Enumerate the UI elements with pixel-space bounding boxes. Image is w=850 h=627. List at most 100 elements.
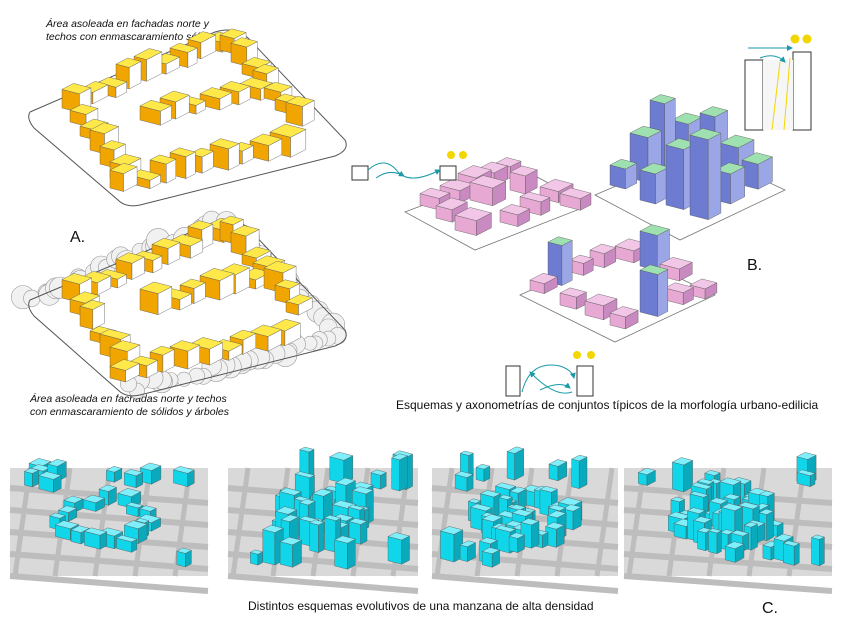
- building: [639, 224, 671, 271]
- panel-c-label: C.: [762, 600, 778, 617]
- evolution-scheme-4: [623, 452, 833, 594]
- panel-a-caption-top: Área asoleada en fachadas norte y techos…: [46, 18, 214, 43]
- schematic-tower-wind-arrow-2: [759, 55, 786, 63]
- building: [285, 95, 315, 127]
- street: [9, 573, 209, 594]
- building: [176, 547, 192, 568]
- building: [274, 279, 301, 305]
- building: [105, 466, 123, 483]
- building: [509, 165, 538, 195]
- building: [589, 243, 617, 269]
- building: [391, 453, 409, 492]
- building: [249, 549, 264, 566]
- panel-a-label: A.: [70, 229, 86, 246]
- building: [169, 340, 201, 370]
- building: [548, 459, 568, 482]
- street: [431, 573, 619, 594]
- building: [279, 536, 303, 568]
- sun-icon: [459, 151, 467, 159]
- building: [230, 37, 258, 67]
- schematic-low-building-right: [439, 165, 457, 181]
- building: [782, 540, 800, 566]
- panel-a-caption-bottom: Área asoleada en fachadas norte y techos…: [30, 393, 230, 418]
- building: [499, 204, 531, 227]
- building: [671, 457, 694, 493]
- building: [454, 471, 474, 492]
- building: [172, 466, 195, 487]
- building: [559, 187, 592, 211]
- building: [689, 278, 718, 300]
- building: [348, 517, 368, 545]
- building: [285, 294, 313, 316]
- panel-b-tower-buildings: [609, 94, 773, 221]
- building: [139, 462, 162, 485]
- building: [83, 527, 108, 550]
- building: [79, 299, 106, 330]
- panel-a-top-axonometry: [28, 28, 347, 207]
- building: [639, 264, 669, 317]
- building: [139, 281, 173, 316]
- building: [508, 532, 526, 553]
- schematic-low-wind-arrow-2: [375, 170, 405, 179]
- schematic-mixed: [505, 351, 595, 397]
- panel-b-low-rise-axonometry: [404, 157, 592, 251]
- sun-ray: [771, 61, 781, 131]
- building: [109, 162, 138, 192]
- building: [309, 519, 325, 553]
- panel-a-bottom-buildings: [61, 215, 313, 383]
- building: [545, 522, 565, 548]
- schematic-mixed-building-right: [576, 365, 594, 397]
- building: [439, 526, 464, 563]
- street: [434, 467, 455, 577]
- street: [594, 467, 615, 577]
- panel-b-towers-axonometry: [594, 94, 786, 241]
- tower: [689, 128, 722, 221]
- building: [123, 469, 144, 489]
- building: [469, 175, 507, 207]
- building: [454, 207, 492, 236]
- sun-ray: [783, 57, 791, 131]
- building: [707, 528, 722, 555]
- schematic-low-rise: [351, 151, 467, 181]
- sun-icon: [587, 351, 595, 359]
- building: [139, 99, 173, 126]
- building: [459, 540, 477, 562]
- building: [569, 254, 594, 276]
- building: [559, 287, 587, 310]
- schematic-low-building-left: [351, 165, 369, 181]
- panel-c-tiles: [9, 446, 833, 594]
- street: [230, 467, 251, 577]
- schematic-mixed-building-left: [505, 365, 521, 397]
- panel-c-caption: Distintos esquemas evolutivos de una man…: [248, 599, 594, 613]
- evolution-scheme-2: [227, 446, 419, 594]
- schematic-low-wind-arrow: [367, 162, 441, 179]
- building: [312, 488, 333, 523]
- panel-b-label: B.: [747, 257, 763, 274]
- evolution-scheme-1: [9, 458, 209, 594]
- schematic-mixed-wind-arrow-3: [539, 382, 571, 391]
- tower: [741, 152, 773, 190]
- tower: [609, 158, 638, 190]
- building: [724, 541, 745, 563]
- building: [481, 547, 501, 568]
- building: [506, 446, 525, 481]
- building: [262, 524, 284, 566]
- street: [623, 551, 833, 572]
- schematic-towers: [744, 34, 812, 131]
- street: [227, 573, 419, 594]
- building: [38, 471, 62, 493]
- tower: [639, 162, 670, 205]
- building: [115, 534, 138, 553]
- schematic-mixed-wind-arrow: [521, 364, 576, 393]
- sun-icon: [447, 151, 455, 159]
- building: [571, 454, 588, 489]
- panel-b-mixed-buildings: [529, 224, 718, 330]
- building: [329, 451, 354, 484]
- building: [475, 463, 491, 482]
- building: [334, 535, 356, 570]
- schematic-mixed-wind-arrow-2: [529, 371, 573, 394]
- building: [664, 282, 694, 306]
- sun-icon: [790, 34, 800, 44]
- building: [199, 87, 233, 111]
